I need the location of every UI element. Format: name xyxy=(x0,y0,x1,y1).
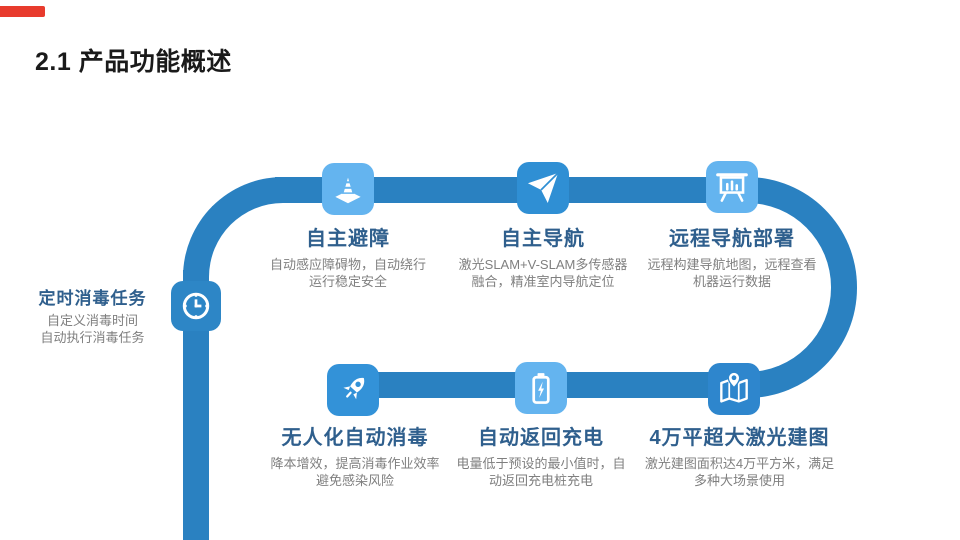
traffic-cone-icon xyxy=(322,163,374,215)
node-autonomous-navigation: 自主导航 激光SLAM+V-SLAM多传感器 融合，精准室内导航定位 xyxy=(443,222,643,290)
desc-line: 自动执行消毒任务 xyxy=(40,330,145,345)
node-title: 远程导航部署 xyxy=(669,228,795,250)
node-title: 定时消毒任务 xyxy=(38,289,147,308)
slide-title: 2.1 产品功能概述 xyxy=(35,48,232,76)
desc-line: 自定义消毒时间 xyxy=(46,313,138,328)
presentation-board-icon xyxy=(706,161,758,213)
node-title: 自主避障 xyxy=(306,228,390,250)
desc-line: 降本增效，提高消毒作业效率 xyxy=(270,456,440,471)
node-desc: 降本增效，提高消毒作业效率 避免感染风险 xyxy=(245,455,465,489)
node-title: 无人化自动消毒 xyxy=(281,427,429,449)
desc-line: 运行稳定安全 xyxy=(308,274,387,289)
desc-line: 自动感应障碍物，自动绕行 xyxy=(269,257,426,272)
desc-line: 激光SLAM+V-SLAM多传感器 xyxy=(458,257,628,272)
desc-line: 远程构建导航地图，远程查看 xyxy=(647,257,817,272)
node-desc: 激光建图面积达4万平方米，满足 多种大场景使用 xyxy=(617,455,862,489)
desc-line: 多种大场景使用 xyxy=(693,473,785,488)
desc-line: 机器运行数据 xyxy=(692,274,771,289)
node-obstacle-avoidance: 自主避障 自动感应障碍物，自动绕行 运行稳定安全 xyxy=(248,222,448,290)
desc-line: 动返回充电桩充电 xyxy=(488,473,593,488)
node-auto-recharge: 自动返回充电 电量低于预设的最小值时，自 动返回充电桩充电 xyxy=(431,421,651,489)
node-scheduled-disinfection: 定时消毒任务 自定义消毒时间 自动执行消毒任务 xyxy=(20,284,165,346)
node-title: 自动返回充电 xyxy=(478,427,604,449)
node-desc: 自动感应障碍物，自动绕行 运行稳定安全 xyxy=(248,256,448,290)
node-unmanned-disinfection: 无人化自动消毒 降本增效，提高消毒作业效率 避免感染风险 xyxy=(245,421,465,489)
clock-icon xyxy=(171,281,221,331)
battery-icon xyxy=(515,362,567,414)
node-desc: 激光SLAM+V-SLAM多传感器 融合，精准室内导航定位 xyxy=(443,256,643,290)
node-desc: 远程构建导航地图，远程查看 机器运行数据 xyxy=(622,256,842,290)
node-desc: 自定义消毒时间 自动执行消毒任务 xyxy=(20,312,165,346)
node-title: 4万平超大激光建图 xyxy=(649,427,830,449)
map-icon xyxy=(708,363,760,415)
accent-bar xyxy=(0,6,45,17)
node-remote-deployment: 远程导航部署 远程构建导航地图，远程查看 机器运行数据 xyxy=(622,222,842,290)
node-title: 自主导航 xyxy=(501,228,585,250)
paper-plane-icon xyxy=(517,162,569,214)
node-laser-mapping: 4万平超大激光建图 激光建图面积达4万平方米，满足 多种大场景使用 xyxy=(617,421,862,489)
node-desc: 电量低于预设的最小值时，自 动返回充电桩充电 xyxy=(431,455,651,489)
desc-line: 激光建图面积达4万平方米，满足 xyxy=(644,456,835,471)
rocket-icon xyxy=(327,364,379,416)
desc-line: 融合，精准室内导航定位 xyxy=(471,274,615,289)
desc-line: 电量低于预设的最小值时，自 xyxy=(456,456,626,471)
desc-line: 避免感染风险 xyxy=(315,473,394,488)
